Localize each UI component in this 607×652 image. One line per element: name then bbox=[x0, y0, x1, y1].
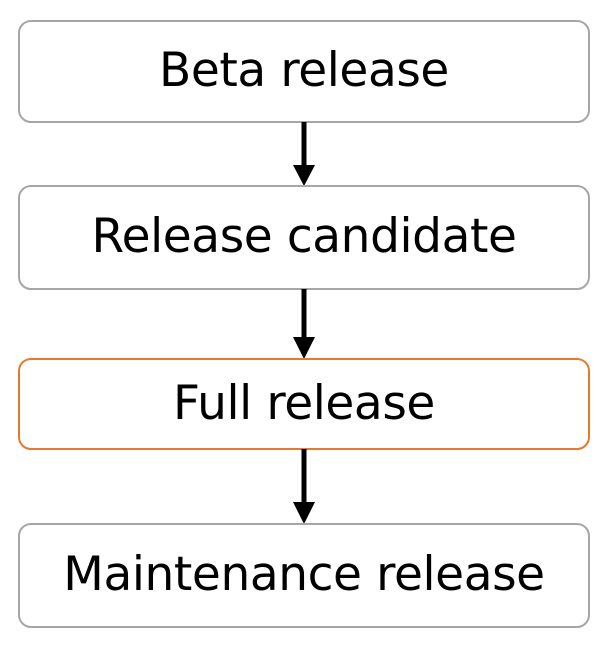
node-full-release[interactable]: Full release bbox=[18, 358, 590, 450]
node-beta-release-label: Beta release bbox=[159, 43, 449, 98]
node-release-candidate-label: Release candidate bbox=[91, 209, 517, 264]
arrow-down-icon bbox=[293, 289, 315, 359]
node-beta-release[interactable]: Beta release bbox=[18, 20, 590, 123]
node-maintenance-release-label: Maintenance release bbox=[63, 547, 545, 602]
node-maintenance-release[interactable]: Maintenance release bbox=[18, 523, 590, 628]
connector-full-to-maintenance bbox=[292, 449, 316, 524]
connector-beta-to-candidate bbox=[292, 122, 316, 186]
node-release-candidate[interactable]: Release candidate bbox=[18, 185, 590, 290]
arrow-down-icon bbox=[293, 449, 315, 524]
arrow-down-icon bbox=[293, 122, 315, 186]
node-full-release-label: Full release bbox=[173, 375, 435, 431]
connector-candidate-to-full bbox=[292, 289, 316, 359]
